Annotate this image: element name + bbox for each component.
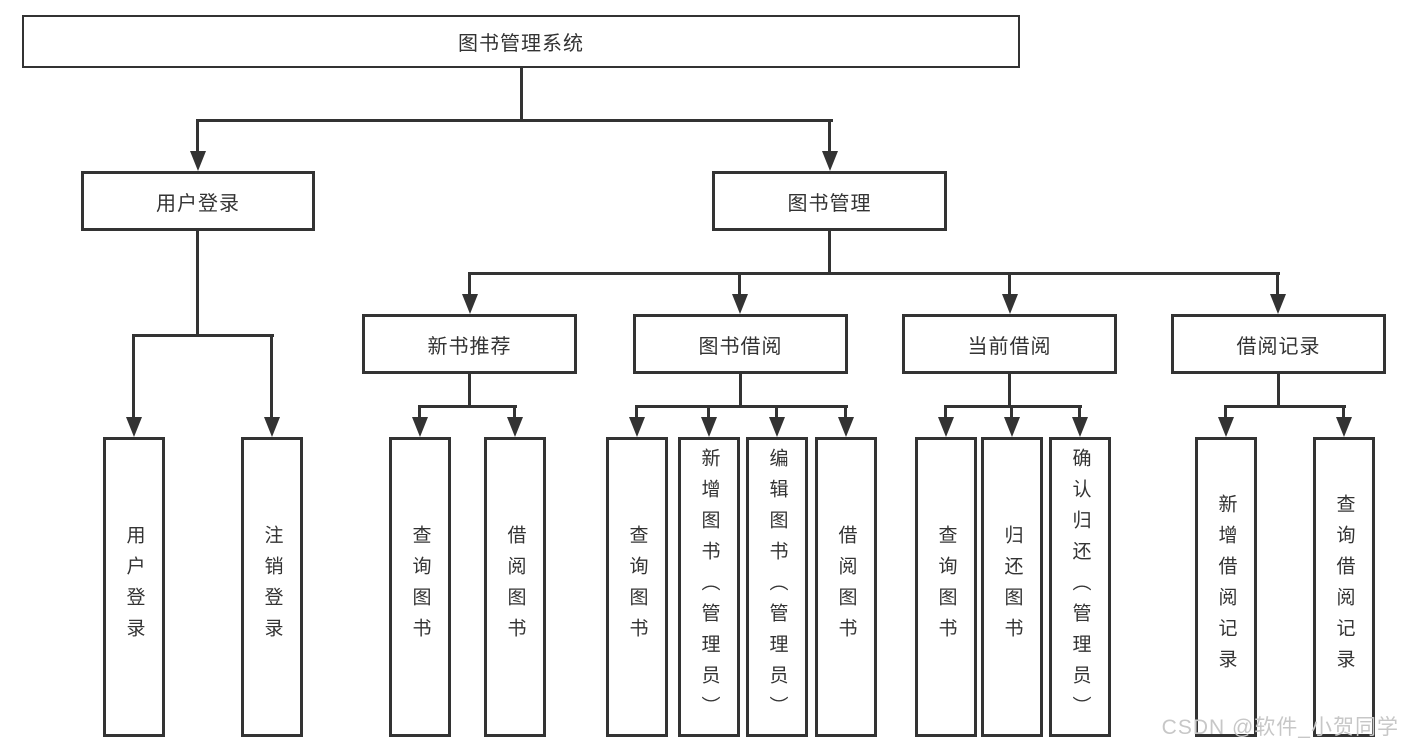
edge-to-leaf-query1 (418, 405, 421, 419)
leaf-label: 借阅图书 (835, 525, 857, 649)
leaf-borrow-books-2: 借阅图书 (815, 437, 877, 737)
arrowhead-book-borrow (732, 294, 748, 314)
node-book-management: 图书管理 (712, 171, 947, 231)
leaf-query-books-2: 查询图书 (606, 437, 668, 737)
arrowhead-leaf-add-books (701, 417, 717, 437)
edge-user-login-bus (134, 334, 274, 337)
arrowhead-leaf-borrow2 (838, 417, 854, 437)
arrowhead-leaf-add-record (1218, 417, 1234, 437)
edge-to-book-borrow (738, 272, 741, 296)
leaf-label: 查询图书 (626, 525, 648, 649)
edge-to-leaf-add-books (707, 405, 710, 419)
leaf-user-login: 用户登录 (103, 437, 165, 737)
arrowhead-leaf-query2 (629, 417, 645, 437)
leaf-query-books-1: 查询图书 (389, 437, 451, 737)
edge-new-books-stem (468, 374, 471, 407)
edge-to-leaf-edit-books (775, 405, 778, 419)
arrowhead-book-mgmt (822, 151, 838, 171)
edge-to-current-borrow (1008, 272, 1011, 296)
node-current-borrow: 当前借阅 (902, 314, 1117, 374)
edge-to-user-login (196, 119, 199, 153)
edge-to-leaf-query3 (944, 405, 947, 419)
arrowhead-current-borrow (1002, 294, 1018, 314)
arrowhead-leaf-user-login (126, 417, 142, 437)
arrowhead-new-books (462, 294, 478, 314)
leaf-label: 借阅图书 (504, 525, 526, 649)
arrowhead-leaf-return (1004, 417, 1020, 437)
edge-book-mgmt-stem (828, 231, 831, 273)
arrowhead-leaf-query1 (412, 417, 428, 437)
leaf-return-books: 归还图书 (981, 437, 1043, 737)
arrowhead-leaf-query-record (1336, 417, 1352, 437)
edge-to-borrow-records (1276, 272, 1279, 296)
edge-level3-bus (468, 272, 1280, 275)
edge-to-leaf-query-record (1342, 405, 1345, 419)
edge-to-book-mgmt (828, 119, 831, 153)
leaf-label: 查询图书 (409, 525, 431, 649)
edge-borrow-records-bus (1226, 405, 1346, 408)
edge-to-leaf-query2 (635, 405, 638, 419)
leaf-label: 归还图书 (1001, 525, 1023, 649)
leaf-label: 确认归还（管理员） (1069, 447, 1091, 727)
leaf-label: 用户登录 (123, 525, 145, 649)
leaf-label: 新增图书（管理员） (698, 447, 720, 727)
edge-to-leaf-borrow2 (844, 405, 847, 419)
leaf-label: 注销登录 (261, 525, 283, 649)
leaf-add-borrow-record: 新增借阅记录 (1195, 437, 1257, 737)
leaf-confirm-return-admin: 确认归还（管理员） (1049, 437, 1111, 737)
node-root-library-system: 图书管理系统 (22, 15, 1020, 68)
edge-current-borrow-stem (1008, 374, 1011, 407)
edge-to-leaf-add-record (1224, 405, 1227, 419)
arrowhead-leaf-edit-books (769, 417, 785, 437)
arrowhead-leaf-query3 (938, 417, 954, 437)
edge-to-leaf-borrow1 (513, 405, 516, 419)
leaf-label: 查询图书 (935, 525, 957, 649)
leaf-label: 新增借阅记录 (1215, 494, 1237, 680)
arrowhead-leaf-borrow1 (507, 417, 523, 437)
edge-root-bus (197, 119, 833, 122)
leaf-add-books-admin: 新增图书（管理员） (678, 437, 740, 737)
edge-new-books-bus (420, 405, 517, 408)
edge-to-leaf-confirm-return (1078, 405, 1081, 419)
node-user-login: 用户登录 (81, 171, 315, 231)
leaf-logout: 注销登录 (241, 437, 303, 737)
edge-book-borrow-stem (739, 374, 742, 407)
edge-to-new-books (468, 272, 471, 296)
edge-current-borrow-bus (946, 405, 1082, 408)
node-book-borrow: 图书借阅 (633, 314, 848, 374)
edge-book-borrow-bus (637, 405, 848, 408)
edge-to-leaf-user-login (132, 334, 135, 418)
arrowhead-leaf-confirm-return (1072, 417, 1088, 437)
arrowhead-leaf-logout (264, 417, 280, 437)
leaf-edit-books-admin: 编辑图书（管理员） (746, 437, 808, 737)
leaf-borrow-books-1: 借阅图书 (484, 437, 546, 737)
edge-root-stem (520, 67, 523, 121)
leaf-label: 编辑图书（管理员） (766, 447, 788, 727)
leaf-query-borrow-record: 查询借阅记录 (1313, 437, 1375, 737)
csdn-watermark: CSDN @软件_小贺同学 (1161, 716, 1399, 739)
node-new-book-recommend: 新书推荐 (362, 314, 577, 374)
arrowhead-user-login (190, 151, 206, 171)
arrowhead-borrow-records (1270, 294, 1286, 314)
node-borrow-records: 借阅记录 (1171, 314, 1386, 374)
edge-user-login-stem (196, 231, 199, 335)
edge-to-leaf-logout (270, 334, 273, 418)
edge-borrow-records-stem (1277, 374, 1280, 407)
leaf-query-books-3: 查询图书 (915, 437, 977, 737)
leaf-label: 查询借阅记录 (1333, 494, 1355, 680)
edge-to-leaf-return (1010, 405, 1013, 419)
